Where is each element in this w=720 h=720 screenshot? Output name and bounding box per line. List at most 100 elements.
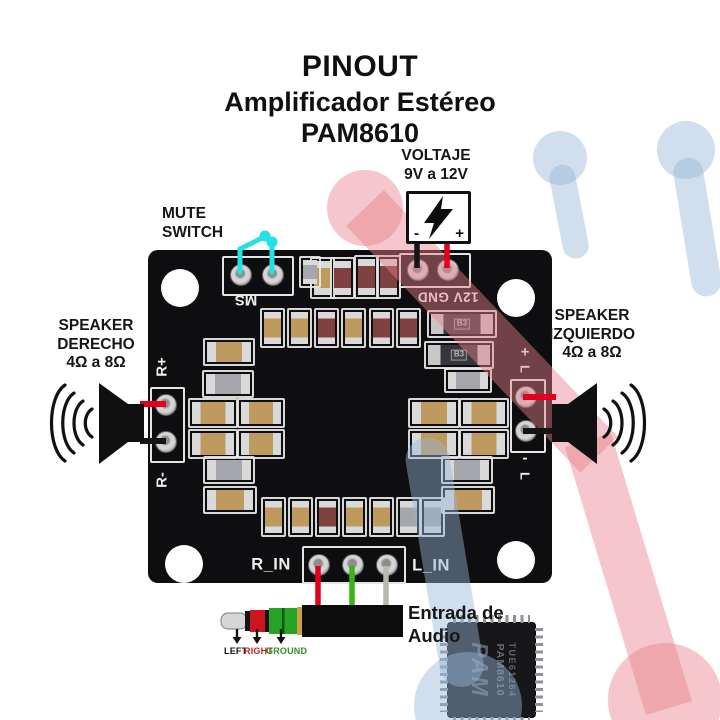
voltage-title: VOLTAJE xyxy=(401,147,471,164)
smd-component xyxy=(408,429,460,459)
smd-component xyxy=(340,308,366,348)
smd-component xyxy=(188,398,238,428)
smd-component xyxy=(203,486,257,514)
mounting-hole xyxy=(165,545,203,583)
mounting-hole xyxy=(161,269,199,307)
silk-r-in: R_IN xyxy=(251,555,291,574)
smd-component: B3 xyxy=(424,341,494,369)
inductor-marking: B3 xyxy=(453,318,471,330)
voltage-label: VOLTAJE 9V a 12V xyxy=(380,147,492,184)
smd-component xyxy=(368,308,394,348)
smd-component xyxy=(286,308,312,348)
mute-wire-dot xyxy=(266,236,278,248)
r-minus-pad xyxy=(155,431,177,453)
l-plus-pad xyxy=(515,386,537,408)
smd-component xyxy=(441,456,493,484)
l-minus-pad xyxy=(515,420,537,442)
r-plus-pad xyxy=(155,394,177,416)
speaker-izquierdo-label: SPEAKER IZQUIERDO 4Ω a 8Ω xyxy=(530,307,654,363)
entrada-line2: Audio xyxy=(408,625,461,647)
power-pad-12v xyxy=(437,259,459,281)
smd-component xyxy=(259,308,285,348)
chip-part-number: PAM8610 xyxy=(494,643,506,697)
plug-label-arrows xyxy=(232,629,286,644)
page-title: PINOUT xyxy=(301,50,419,83)
smd-component xyxy=(260,497,286,537)
voltage-range: 9V a 12V xyxy=(404,165,468,183)
battery-plus: + xyxy=(455,225,464,242)
mute-pad xyxy=(230,264,252,286)
smd-component xyxy=(444,367,492,393)
entrada-line1: Entrada de xyxy=(408,602,504,623)
power-pad-gnd xyxy=(407,259,429,281)
silk-12v-gnd: 12V GND xyxy=(417,289,479,305)
smd-component xyxy=(203,456,255,484)
left-speaker-pad-box xyxy=(510,379,546,453)
smd-component xyxy=(237,429,285,459)
blue-trace-bar xyxy=(547,162,591,261)
speaker-izquierdo-icon xyxy=(552,383,647,464)
mute-pad xyxy=(262,264,284,286)
speaker-derecho-label: SPEAKER DERECHO 4Ω a 8Ω xyxy=(35,317,157,373)
silk-r-minus: R- xyxy=(153,472,171,488)
spk-der-line1: SPEAKER xyxy=(58,317,134,334)
smd-component xyxy=(341,497,367,537)
mounting-hole xyxy=(497,279,535,317)
l-in-pad xyxy=(376,554,398,576)
silk-l-bottom: L xyxy=(517,472,533,480)
spk-der-line2: DERECHO xyxy=(57,335,135,353)
page-part-number: PAM8610 xyxy=(300,118,420,148)
chip-brand-logo: PAM xyxy=(467,642,493,698)
r-in-pad xyxy=(308,554,330,576)
smd-component xyxy=(203,338,255,366)
pam8610-chip: TUE61264 PAM8610 PAM xyxy=(440,615,543,720)
page-subtitle: Amplificador Estéreo xyxy=(224,87,496,117)
pcb-board: MS 12V GND R+ R- + L - L R_IN L_IN TUE61… xyxy=(148,250,552,720)
plug-ground-label: GROUND xyxy=(266,646,308,656)
inductor-marking: B3 xyxy=(450,349,468,361)
lightning-bolt-icon xyxy=(424,196,453,239)
battery-minus: - xyxy=(414,225,419,242)
mute-wire-dot xyxy=(259,230,271,242)
spk-izq-line1: SPEAKER xyxy=(554,307,630,324)
chip-pins-bottom xyxy=(453,717,530,720)
smd-component xyxy=(299,256,321,288)
smd-component xyxy=(329,257,355,299)
smd-component xyxy=(395,308,421,348)
gnd-in-pad xyxy=(342,554,364,576)
smd-component xyxy=(408,398,460,428)
chip-pins-left xyxy=(440,628,448,712)
mute-switch-label: MUTE SWITCH xyxy=(162,205,223,242)
smd-component xyxy=(314,497,340,537)
silk-l-minus-sign: - xyxy=(522,449,528,467)
smd-component xyxy=(287,497,313,537)
audio-input-label: Entrada de Audio xyxy=(408,601,504,647)
smd-component xyxy=(202,370,254,398)
pink-node-circle xyxy=(608,643,720,720)
battery-icon: - + xyxy=(406,191,471,244)
smd-component xyxy=(368,497,394,537)
smd-component xyxy=(353,255,379,299)
plug-right-label: RIGHT xyxy=(244,646,273,656)
silk-l-plus-sign: + xyxy=(520,343,530,361)
plug-left-label: LEFT xyxy=(224,646,248,656)
smd-component xyxy=(188,429,238,459)
smd-component xyxy=(441,486,495,514)
smd-component xyxy=(375,255,401,299)
smd-component xyxy=(237,398,285,428)
silk-l-top: L xyxy=(517,365,533,373)
chip-pins-right xyxy=(535,628,543,712)
smd-component xyxy=(313,308,339,348)
mute-line1: MUTE xyxy=(162,205,206,222)
silk-l-in: L_IN xyxy=(412,556,450,575)
spk-izq-impedance: 4Ω a 8Ω xyxy=(562,344,622,362)
smd-component: B3 xyxy=(427,310,497,338)
pink-trace-bar xyxy=(565,433,692,715)
smd-component xyxy=(459,429,509,459)
spk-izq-line2: IZQUIERDO xyxy=(548,325,636,343)
mute-line2: SWITCH xyxy=(162,223,224,241)
audio-plug-icon xyxy=(220,605,403,637)
mounting-hole xyxy=(497,541,535,579)
smd-component xyxy=(395,497,421,537)
silk-ms: MS xyxy=(234,291,258,309)
